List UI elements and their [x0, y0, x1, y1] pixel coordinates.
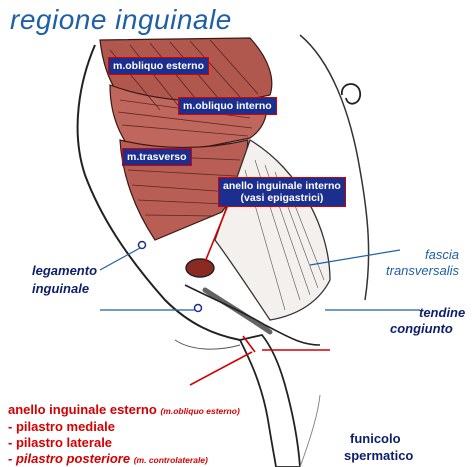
- label-transversalis: transversalis: [386, 263, 459, 278]
- label-inguinale: inguinale: [32, 281, 90, 296]
- legend-heading: anello inguinale esterno (m.obliquo este…: [8, 403, 240, 416]
- label-spermatico: spermatico: [344, 448, 414, 463]
- label-anello-inguinale-interno: anello inguinale interno (vasi epigastri…: [218, 177, 346, 208]
- umbilicus-icon: [341, 83, 361, 105]
- abdominal-wall-outline: [76, 44, 241, 341]
- deep-ring: [185, 258, 215, 278]
- marker-legamento: [137, 240, 147, 250]
- label-fascia: fascia: [425, 247, 459, 262]
- legend-item: - pilastro posteriore (m. controlaterale…: [8, 452, 208, 465]
- label-congiunto: congiunto: [390, 321, 453, 336]
- cord-tube: [202, 287, 273, 335]
- label-tendine: tendine: [419, 305, 466, 320]
- pointer-lines-blue: [99, 247, 420, 311]
- cord-shadow: [299, 394, 321, 467]
- legend-heading-text: anello inguinale esterno: [8, 402, 157, 417]
- legend-item: - pilastro laterale: [8, 435, 113, 450]
- legend-item-note: (m. controlaterale): [133, 455, 208, 465]
- lower-fold: [174, 339, 241, 350]
- label-obliquo-interno: m.obliquo interno: [178, 97, 277, 116]
- label-legamento: legamento: [32, 263, 98, 278]
- legend-item: - pilastro mediale: [8, 419, 115, 434]
- legend-item-text: - pilastro posteriore: [8, 451, 131, 466]
- spermatic-cord: [238, 333, 301, 467]
- label-trasverso: m.trasverso: [122, 148, 192, 167]
- pointer-lines-red: [189, 204, 330, 386]
- legend-heading-note: (m.obliquo esterno): [160, 406, 240, 416]
- anello-interno-line2: (vasi epigastrici): [240, 192, 324, 205]
- label-obliquo-esterno: m.obliquo esterno: [108, 57, 210, 76]
- anello-interno-line1: anello inguinale interno: [223, 180, 341, 192]
- figure-title: regione inguinale: [10, 4, 232, 35]
- label-funicolo: funicolo: [350, 431, 401, 446]
- marker-legamento-2: [193, 303, 203, 313]
- inguinal-canal: [184, 284, 321, 346]
- skin-edge-right: [299, 34, 370, 301]
